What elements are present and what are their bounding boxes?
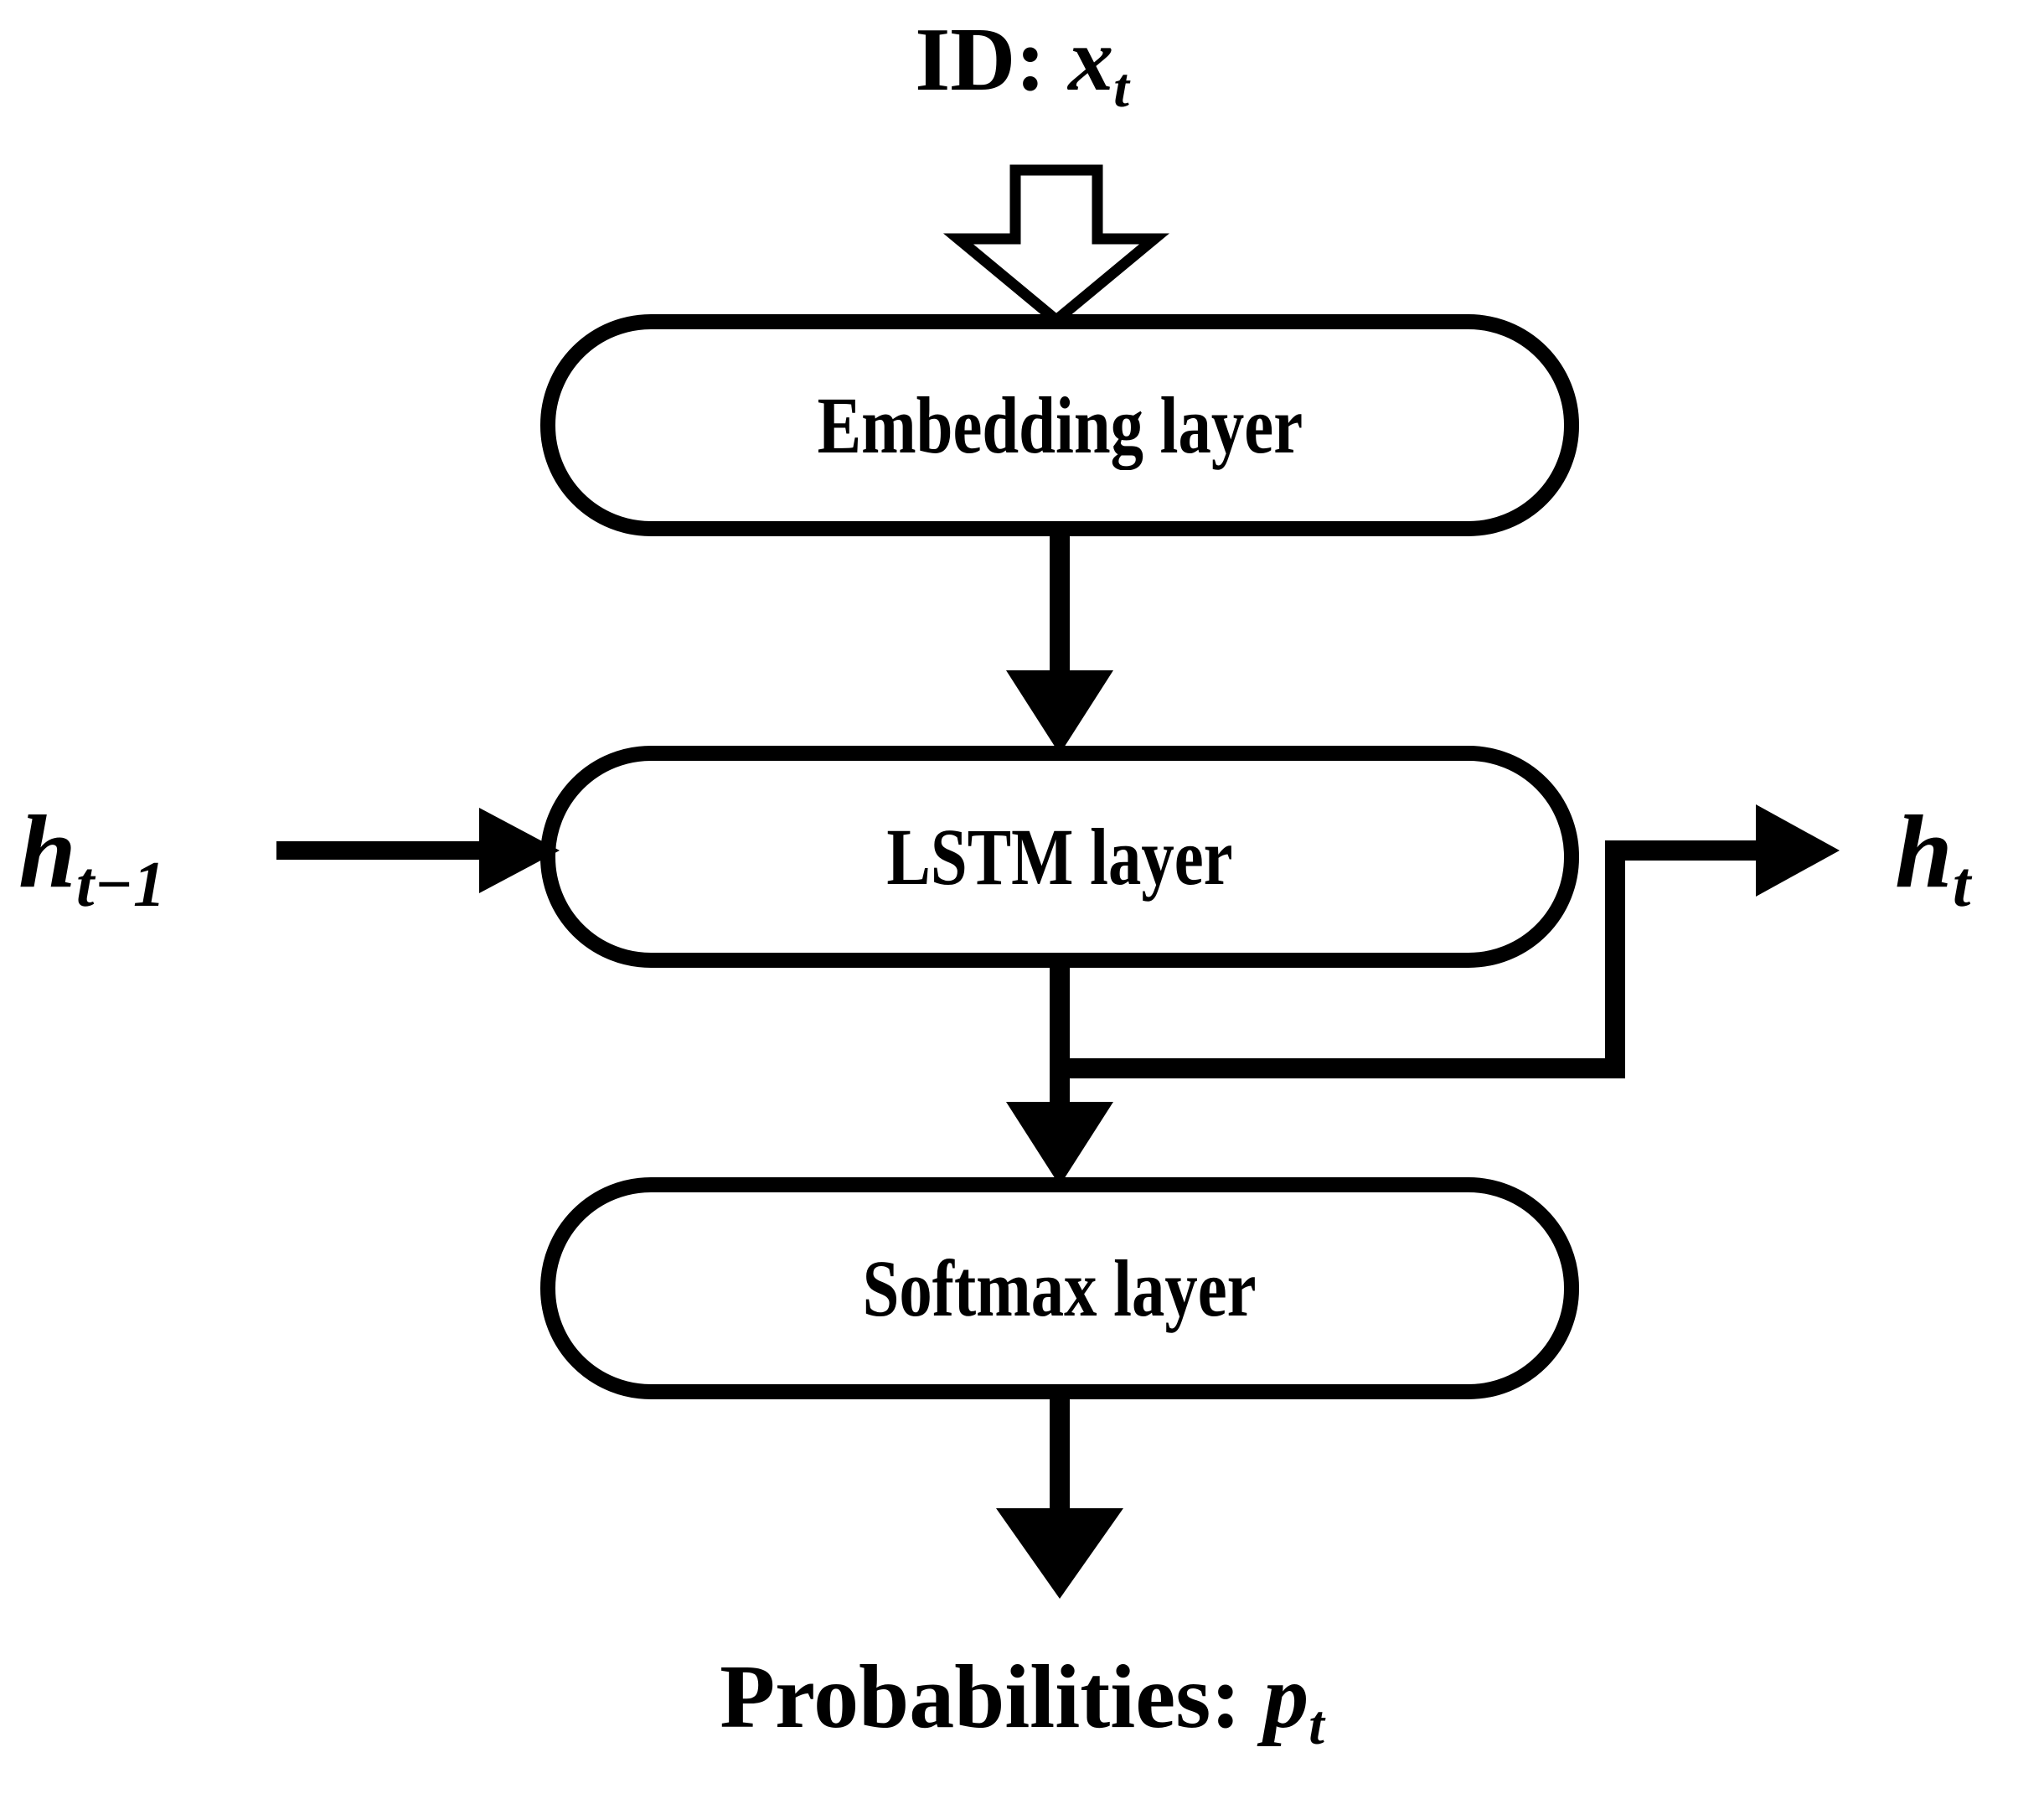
node-softmax-layer[interactable]: Softmax layer: [540, 1177, 1579, 1399]
node-embedding-layer-label: Embedding layer: [817, 380, 1303, 470]
arrow-embedding-to-lstm: [1006, 536, 1113, 754]
node-softmax-layer-label: Softmax layer: [862, 1243, 1257, 1333]
node-lstm-layer[interactable]: LSTM layer: [540, 746, 1579, 968]
hidden-state-prev-subscript: t−1: [75, 849, 166, 921]
input-label-subscript: t: [1113, 57, 1129, 120]
output-label-prefix: Probabilities:: [720, 1647, 1264, 1747]
input-label-xt: ID: xt: [915, 15, 1129, 116]
input-label-symbol: xt: [1068, 10, 1129, 120]
output-label-subscript: t: [1308, 1694, 1324, 1757]
node-embedding-layer[interactable]: Embedding layer: [540, 314, 1579, 536]
node-lstm-layer-label: LSTM layer: [886, 812, 1233, 902]
arrow-hprev-to-lstm: [276, 808, 560, 893]
output-label-symbol: pt: [1263, 1647, 1324, 1757]
hidden-state-prev-label: ht−1: [18, 794, 166, 921]
output-label-pt: Probabilities: pt: [720, 1652, 1324, 1754]
hidden-state-out-subscript: t: [1952, 849, 1971, 921]
arrow-softmax-to-output: [996, 1399, 1123, 1599]
arrow-lstm-to-softmax: [1006, 968, 1113, 1186]
hidden-state-out-label: ht: [1895, 794, 1971, 921]
input-label-prefix: ID:: [915, 10, 1069, 110]
hollow-block-arrow-icon: [942, 164, 1170, 328]
